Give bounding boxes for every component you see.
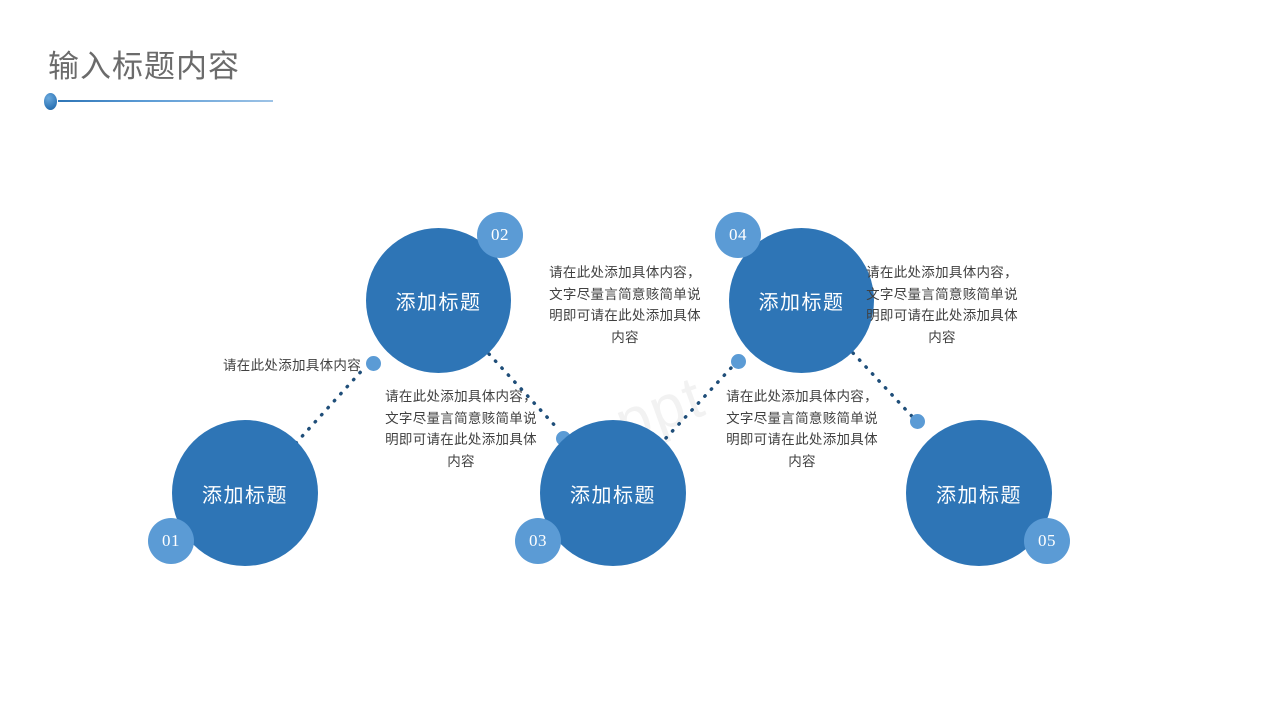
connector-knob-01 <box>366 356 381 371</box>
connector-03-04 <box>664 366 733 440</box>
node-badge-05[interactable]: 05 <box>1024 518 1070 564</box>
node-label-01: 添加标题 <box>202 484 288 507</box>
node-label-03: 添加标题 <box>570 484 656 507</box>
node-description-01: 请在此处添加具体内容 <box>223 358 361 373</box>
node-badge-04[interactable]: 04 <box>715 212 761 258</box>
node-badge-number-02: 02 <box>491 225 509 244</box>
connector-01-02 <box>294 364 368 445</box>
node-label-04: 添加标题 <box>758 292 845 314</box>
node-label-02: 添加标题 <box>395 292 482 314</box>
node-badge-03[interactable]: 03 <box>515 518 561 564</box>
connector-02-03 <box>487 352 560 431</box>
node-circle-03[interactable]: 添加标题 <box>540 420 686 566</box>
node-description-05: 请在此处添加具体内容，文字尽量言简意赅简单说明即可请在此处添加具体内容 <box>866 265 1018 345</box>
node-description-02: 请在此处添加具体内容，文字尽量言简意赅简单说明即可请在此处添加具体内容 <box>385 389 537 469</box>
node-badge-01[interactable]: 01 <box>148 518 194 564</box>
node-badge-number-04: 04 <box>729 225 747 244</box>
connector-knob-04 <box>910 414 925 429</box>
node-badge-number-01: 01 <box>162 531 180 550</box>
node-badge-number-03: 03 <box>529 531 547 550</box>
node-description-04: 请在此处添加具体内容，文字尽量言简意赅简单说明即可请在此处添加具体内容 <box>726 389 878 469</box>
node-label-05: 添加标题 <box>936 484 1022 507</box>
node-description-03: 请在此处添加具体内容，文字尽量言简意赅简单说明即可请在此处添加具体内容 <box>549 265 701 345</box>
node-circle-01[interactable]: 添加标题 <box>172 420 318 566</box>
connector-knob-03 <box>731 354 746 369</box>
node-badge-02[interactable]: 02 <box>477 212 523 258</box>
title-underline-rule <box>58 100 273 102</box>
title-bullet-dot-icon <box>44 93 57 110</box>
page-title: 输入标题内容 <box>48 49 240 84</box>
node-badge-number-05: 05 <box>1038 531 1056 550</box>
